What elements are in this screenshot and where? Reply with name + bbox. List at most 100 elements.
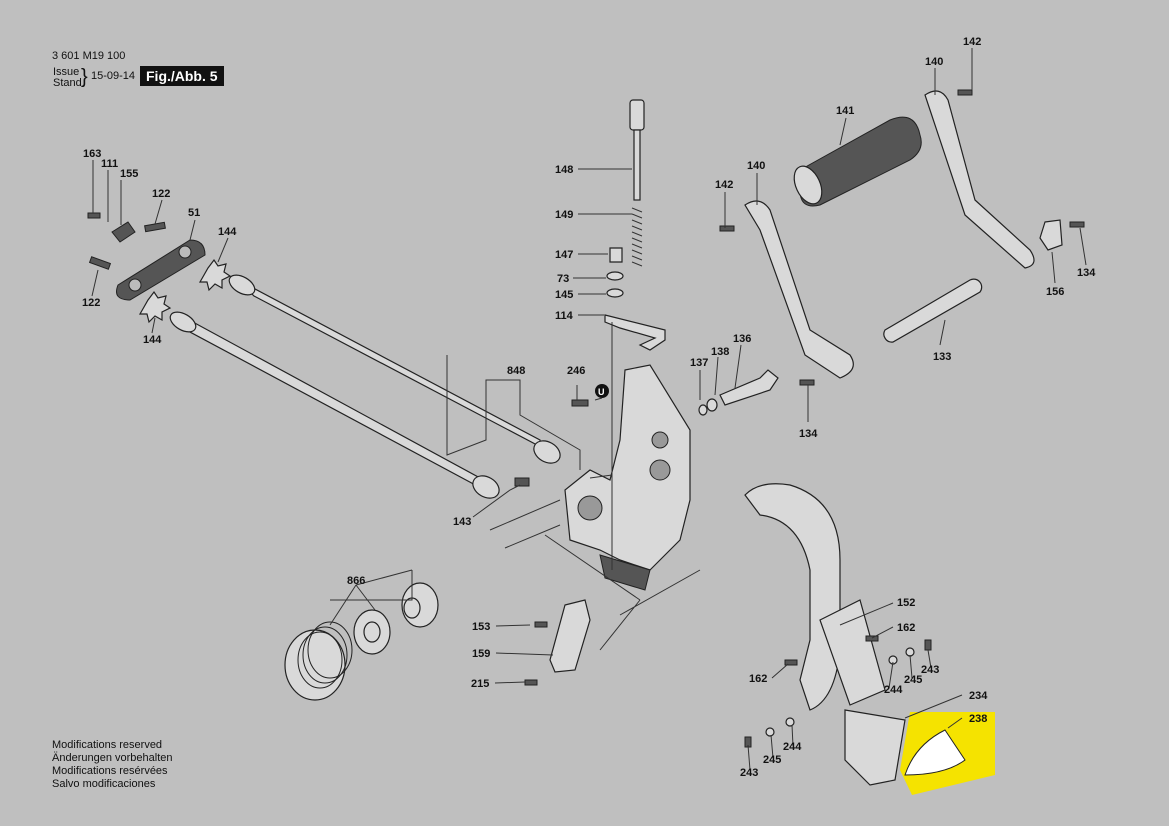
u-marker-label: U [598,387,605,397]
callout-133: 133 [933,351,951,363]
u-marker [595,384,609,398]
screw-162b [865,635,879,642]
tube-lower [169,311,500,499]
callout-234: 234 [969,690,988,702]
callout-137: 137 [690,357,708,369]
callout-243: 243 [921,664,939,676]
footer-notice: Modifications reserved Änderungen vorbeh… [52,739,172,791]
washer-145 [606,288,624,298]
bolt-147 [609,247,623,263]
callout-163: 163 [83,148,101,160]
callout-848: 848 [507,365,525,377]
footer-line: Modifications resérvées [52,765,168,777]
clamp-155 [111,221,136,243]
stand-label: Stand [53,77,82,89]
plate-114 [604,314,666,351]
callout-140: 140 [925,56,943,68]
leader-lines [91,48,1087,771]
rod-133 [883,278,983,343]
doc-number: 3 601 M19 100 [52,50,126,62]
screw-122a [144,221,166,233]
callout-162: 162 [897,622,915,634]
callout-144: 144 [218,226,237,238]
plate-159 [549,599,591,673]
screw-163 [87,212,101,219]
screw-162a [784,659,798,666]
callout-147: 147 [555,249,573,261]
callout-153: 153 [472,621,490,633]
footer-line: Modifications reserved [52,739,163,751]
callout-148: 148 [555,164,573,176]
shaft-148 [629,99,645,267]
callout-142: 142 [963,36,981,48]
callout-245: 245 [763,754,781,766]
star-nut-144b [138,290,172,324]
callout-245: 245 [904,674,922,686]
guard-234 [844,709,906,786]
main-housing [564,364,691,571]
callout-244: 244 [884,684,903,696]
callout-51: 51 [188,207,200,219]
oring-137 [698,404,708,416]
callout-155: 155 [120,168,138,180]
screw-243a [924,639,932,651]
washer-245b [765,727,775,737]
callout-215: 215 [471,678,489,690]
callout-140: 140 [747,160,765,172]
spring-assembly-866 [284,582,439,701]
issue-date: 15-09-14 [91,70,136,82]
callout-243: 243 [740,767,758,779]
arm-140b [924,90,1035,269]
bracket-51 [116,239,206,301]
issue-label: Issue [53,66,80,78]
bracket-156 [1039,219,1063,251]
callout-145: 145 [555,289,573,301]
star-nut-144a [198,258,232,292]
brace: } [81,66,88,88]
pin-136 [719,369,779,406]
callout-152: 152 [897,597,915,609]
callout-143: 143 [453,516,471,528]
washer-244b [785,717,795,727]
washer-73 [606,271,624,281]
screw-153 [534,621,548,628]
callout-122: 122 [82,297,100,309]
guard-flap [819,599,886,706]
callout-142: 142 [715,179,733,191]
callout-114: 114 [555,310,574,322]
washer-245a [905,647,915,657]
figure-badge: Fig./Abb. 5 [140,66,224,86]
callout-111: 111 [101,158,118,170]
handle-141 [793,116,922,207]
callout-138: 138 [711,346,729,358]
callout-238: 238 [969,713,987,725]
screw-246 [571,399,589,407]
callout-136: 136 [733,333,751,345]
callout-866: 866 [347,575,365,587]
insert-238 [904,729,966,776]
callout-134: 134 [799,428,818,440]
callout-122: 122 [152,188,170,200]
callout-162: 162 [749,673,767,685]
callout-134: 134 [1077,267,1096,279]
oring-138 [706,398,718,412]
callout-141: 141 [836,105,854,117]
callout-246: 246 [567,365,585,377]
callout-244: 244 [783,741,802,753]
callout-144: 144 [143,334,162,346]
footer-line: Änderungen vorbehalten [52,752,173,764]
footer-line: Salvo modificaciones [52,778,156,790]
screw-215 [524,679,538,686]
pin-143 [514,477,530,487]
screw-142a [719,225,735,232]
screw-134a [799,379,815,386]
screw-142b [957,89,973,96]
tube-upper [228,274,561,464]
callout-73: 73 [557,273,569,285]
callout-159: 159 [472,648,490,660]
arm-140a [744,200,854,379]
callout-149: 149 [555,209,573,221]
screw-134b [1069,221,1085,228]
screw-122b [88,256,112,270]
